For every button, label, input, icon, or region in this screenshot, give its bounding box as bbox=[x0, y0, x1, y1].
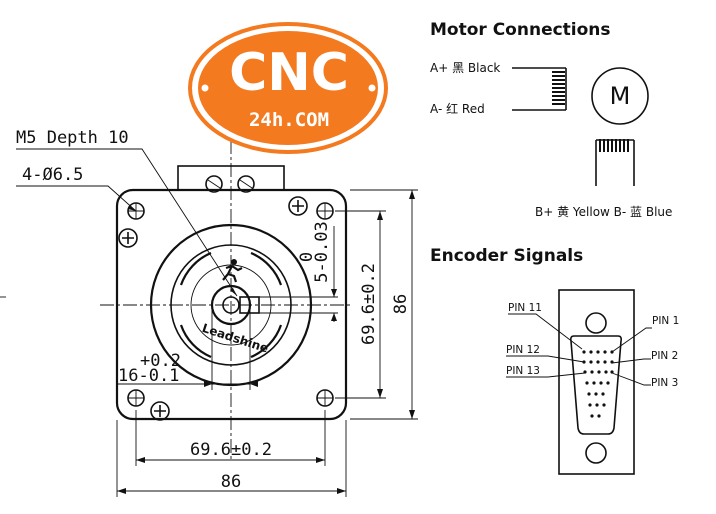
depth-callout-text: M5 Depth 10 bbox=[16, 128, 129, 148]
logo-sub-text: 24h.COM bbox=[249, 109, 329, 131]
a-minus-label: A- 红 Red bbox=[430, 101, 485, 116]
bolt-v-dim-text: 69.6±0.2 bbox=[359, 263, 379, 345]
logo-brand-text: CNC bbox=[229, 43, 349, 103]
connector-shell bbox=[558, 289, 635, 475]
motor-symbol-icon bbox=[591, 67, 649, 125]
motor-front-view: Leadshine bbox=[100, 140, 350, 460]
key-dim-text: 5-0.03 bbox=[312, 221, 332, 282]
body-h-dim-text: 86 bbox=[221, 472, 241, 492]
pin-leaders bbox=[506, 313, 652, 386]
connector-screw-icon bbox=[237, 175, 255, 193]
coil-a-icon bbox=[512, 67, 567, 111]
db15-connector-icon bbox=[558, 289, 635, 475]
pin-13-label: PIN 13 bbox=[506, 365, 540, 377]
pin-2-label: PIN 2 bbox=[651, 350, 678, 362]
running-man-icon bbox=[222, 259, 243, 283]
body-v-dim-text: 86 bbox=[391, 294, 411, 314]
b-labels: B+ 黄 Yellow B- 蓝 Blue bbox=[535, 205, 672, 219]
connector-screw-icon bbox=[205, 175, 223, 193]
shaft-dim-text: 16-0.1 bbox=[118, 366, 179, 386]
encoder-signals-title: Encoder Signals bbox=[430, 246, 583, 266]
holes-callout-text: 4-Ø6.5 bbox=[22, 165, 83, 185]
screw-head-icon bbox=[288, 196, 308, 216]
coil-b-icon bbox=[595, 139, 635, 186]
pin-3-label: PIN 3 bbox=[651, 377, 678, 389]
screw-head-icon bbox=[150, 401, 170, 421]
pin-1-label: PIN 1 bbox=[652, 315, 679, 327]
cnc24h-logo: CNC 24h.COM bbox=[188, 22, 388, 154]
bolt-h-dim-text: 69.6±0.2 bbox=[190, 440, 272, 460]
pin-12-label: PIN 12 bbox=[506, 344, 540, 356]
pin-11-label: PIN 11 bbox=[508, 302, 542, 314]
motor-symbol-text: M bbox=[610, 82, 631, 110]
screw-head-icon bbox=[118, 228, 138, 248]
motor-connections-title: Motor Connections bbox=[430, 20, 611, 40]
face-brand-text: Leadshine bbox=[200, 321, 270, 356]
key-upper-dim-text: 0 bbox=[297, 252, 317, 262]
shaft-upper-dim-text: +0.2 bbox=[140, 351, 181, 371]
dimension-lines bbox=[0, 148, 418, 497]
a-plus-label: A+ 黑 Black bbox=[430, 61, 500, 75]
motor-body bbox=[115, 188, 348, 421]
